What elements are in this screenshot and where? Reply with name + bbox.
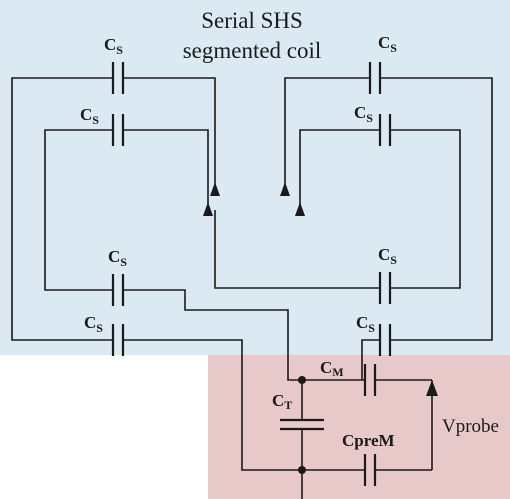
label-cs-left-top-inner: CS bbox=[80, 105, 99, 127]
label-cs-left-bottom-inner: CS bbox=[108, 247, 127, 269]
label-cs-left-top-outer: CS bbox=[104, 35, 123, 57]
current-arrow-left-outer bbox=[210, 182, 220, 196]
label-cm: CM bbox=[320, 358, 344, 379]
label-cs-right-top-outer: CS bbox=[378, 33, 397, 55]
capacitor-cs-right-bottom-inner bbox=[378, 272, 392, 304]
capacitor-cm bbox=[363, 364, 377, 396]
current-arrow-left-inner bbox=[203, 202, 213, 216]
coil-region bbox=[0, 0, 510, 355]
capacitor-cprem bbox=[363, 454, 377, 486]
current-arrow-right-inner bbox=[295, 202, 305, 216]
capacitor-cs-left-bottom-outer bbox=[111, 324, 125, 356]
current-arrow-right-outer bbox=[280, 182, 290, 196]
capacitor-cs-left-top-inner bbox=[111, 114, 125, 146]
diagram-title-line1: Serial SHS bbox=[201, 8, 303, 33]
capacitor-ct bbox=[280, 418, 324, 431]
label-cs-right-top-inner: CS bbox=[354, 103, 373, 125]
label-cs-right-bottom-inner: CS bbox=[378, 245, 397, 267]
junction-node-bottom bbox=[298, 466, 306, 474]
capacitor-cs-right-bottom-outer bbox=[378, 324, 392, 356]
capacitor-cs-left-bottom-inner bbox=[111, 274, 125, 306]
label-cs-right-bottom-outer: CS bbox=[356, 313, 375, 335]
vprobe-arrow bbox=[426, 380, 438, 396]
left-inner-loop bbox=[44, 129, 302, 381]
right-inner-loop bbox=[214, 129, 461, 289]
label-vprobe: Vprobe bbox=[442, 416, 499, 437]
label-ct: CT bbox=[272, 391, 292, 412]
label-cs-left-bottom-outer: CS bbox=[84, 313, 103, 335]
capacitor-cs-left-top-outer bbox=[111, 62, 125, 94]
label-cprem: CpreM bbox=[342, 431, 395, 450]
capacitor-cs-right-top-inner bbox=[378, 114, 392, 146]
diagram-title-line2: segmented coil bbox=[183, 38, 322, 63]
matching-network-region bbox=[208, 355, 510, 499]
right-outer-loop bbox=[284, 77, 493, 380]
junction-node-top bbox=[298, 376, 306, 384]
capacitor-cs-right-top-outer bbox=[368, 62, 382, 94]
left-outer-loop bbox=[11, 77, 302, 471]
